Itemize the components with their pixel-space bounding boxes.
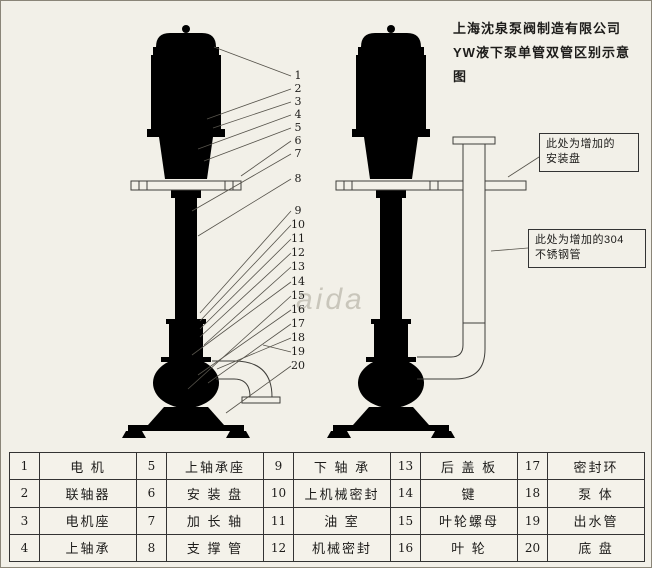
callout-number: 16 [291,303,305,316]
part-number-cell: 18 [517,479,548,508]
watermark-text: aida [296,283,365,316]
part-name-cell: 叶 轮 [420,533,518,563]
callout-number: 17 [291,317,305,330]
callout-number: 12 [291,246,305,259]
part-number-cell: 16 [390,533,421,563]
pump-double-pipe-drawing [327,25,526,438]
annotation-line: 安装盘 [546,153,581,166]
part-name-cell: 联轴器 [39,479,137,508]
part-number-cell: 3 [9,506,40,535]
part-name-cell: 后 盖 板 [420,451,518,481]
part-number-cell: 1 [9,451,40,481]
part-number-cell: 17 [517,451,548,481]
part-name-cell: 机械密封 [293,533,391,563]
part-number-cell: 14 [390,479,421,508]
callout-number: 15 [291,289,305,302]
part-number-cell: 11 [263,506,294,535]
part-name-cell: 上机械密封 [293,479,391,508]
part-name-cell: 泵 体 [547,479,645,508]
callout-number: 5 [295,121,302,134]
callout-number: 8 [295,172,302,185]
pump-single-pipe-drawing [122,25,280,438]
part-number-cell: 19 [517,506,548,535]
callout-number: 6 [295,134,302,147]
part-number-cell: 12 [263,533,294,563]
part-number-cell: 10 [263,479,294,508]
part-name-cell: 密封环 [547,451,645,481]
annotation-line: 此处为增加的 [546,138,615,150]
table-row: 4 上轴承 8 支 撑 管 12 机械密封 16 叶 轮 20 底 盘 [9,533,645,563]
annotation-stainless-pipe: 此处为增加的304 不锈钢管 [528,229,646,268]
annotation-line: 此处为增加的304 [535,234,624,246]
callout-number: 13 [291,260,305,273]
company-name: 上海沈泉泵阀制造有限公司 [453,21,622,36]
part-name-cell: 叶轮螺母 [420,506,518,535]
callout-number: 18 [291,331,305,344]
callout-number: 14 [291,275,305,288]
part-name-cell: 电 机 [39,451,137,481]
callout-leader-lines [187,46,540,414]
part-name-cell: 加 长 轴 [166,506,264,535]
part-number-cell: 15 [390,506,421,535]
part-number-cell: 13 [390,451,421,481]
callout-number: 9 [295,204,302,217]
diagram-svg: aida [122,25,540,438]
part-name-cell: 下 轴 承 [293,451,391,481]
part-name-cell: 底 盘 [547,533,645,563]
table-row: 1 电 机 5 上轴承座 9 下 轴 承 13 后 盖 板 17 密封环 [9,451,645,481]
callout-number: 3 [295,95,302,108]
part-number-cell: 6 [136,479,167,508]
table-row: 2 联轴器 6 安 装 盘 10 上机械密封 14 键 18 泵 体 [9,479,645,508]
annotation-mounting-plate: 此处为增加的 安装盘 [539,133,639,172]
part-number-cell: 9 [263,451,294,481]
callout-number: 2 [295,82,302,95]
diagram-title: YW液下泵单管双管区别示意图 [453,45,630,85]
callout-number: 19 [291,345,305,358]
part-number-cell: 20 [517,533,548,563]
part-name-cell: 上轴承 [39,533,137,563]
callout-number: 20 [291,359,305,372]
part-name-cell: 安 装 盘 [166,479,264,508]
callout-number: 10 [291,218,305,231]
part-name-cell: 油 室 [293,506,391,535]
callout-number: 4 [295,108,302,121]
title-block: 上海沈泉泵阀制造有限公司 YW液下泵单管双管区别示意图 [453,17,643,89]
callout-number: 11 [291,232,305,245]
part-name-cell: 键 [420,479,518,508]
table-row: 3 电机座 7 加 长 轴 11 油 室 15 叶轮螺母 19 出水管 [9,506,645,535]
part-name-cell: 支 撑 管 [166,533,264,563]
part-name-cell: 出水管 [547,506,645,535]
annotation-line: 不锈钢管 [535,249,581,262]
callout-numbers: 1 2 3 4 5 6 7 8 9 10 11 12 13 14 15 16 1… [291,69,305,372]
callout-number: 1 [295,69,302,82]
part-number-cell: 7 [136,506,167,535]
callout-number: 7 [295,147,302,160]
part-number-cell: 2 [9,479,40,508]
part-number-cell: 5 [136,451,167,481]
parts-table: 1 电 机 5 上轴承座 9 下 轴 承 13 后 盖 板 17 密封环 2 联… [9,451,645,563]
part-name-cell: 上轴承座 [166,451,264,481]
part-number-cell: 8 [136,533,167,563]
part-number-cell: 4 [9,533,40,563]
part-name-cell: 电机座 [39,506,137,535]
